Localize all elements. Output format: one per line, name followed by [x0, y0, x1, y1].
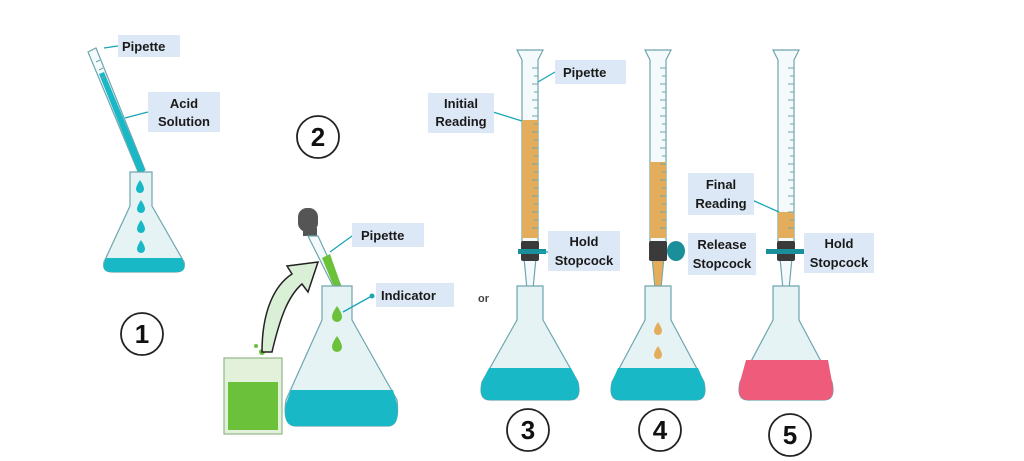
hold-stopcock-label-box: [804, 233, 874, 273]
hold-stopcock-label-box: [548, 231, 620, 271]
stopcock-line1: Hold: [825, 236, 854, 251]
step-2: 2 Pipette Indicat: [223, 115, 454, 435]
step-number-circle: [506, 408, 550, 452]
pipette-label-box: [555, 60, 626, 84]
stopcock-line1: Release: [697, 237, 746, 252]
stopcock-line2: Stopcock: [693, 256, 752, 271]
flask-icon: [610, 285, 706, 401]
pipette-icon: [87, 47, 146, 175]
step-3: Initial Reading Pipette Hold Stopcock 3: [428, 49, 626, 452]
burette-icon: [772, 49, 800, 311]
acid-label-line2: Solution: [158, 114, 210, 129]
stopcock-icon: [649, 241, 685, 261]
or-text: or: [478, 293, 490, 305]
acid-drop: [136, 180, 144, 193]
initial-reading-label-box: [428, 93, 494, 133]
indicator-label: Indicator: [381, 288, 436, 303]
step-4: Release Stopcock 4: [610, 49, 756, 452]
step-number-2: 2: [311, 122, 325, 152]
step-1: Pipette Acid Solution 1: [87, 35, 220, 356]
burette-icon: [516, 49, 544, 311]
indicator-label-box: [376, 283, 454, 307]
step-number-3: 3: [521, 415, 535, 445]
pipette-label-box: [118, 35, 180, 57]
step-number-circle: [638, 408, 682, 452]
initial-line2: Reading: [435, 114, 486, 129]
acid-solution-label-box: [148, 92, 220, 132]
pipette-label-box: [352, 223, 424, 247]
step-5: Final Reading Hold Stopcock 5: [688, 49, 874, 457]
stopcock-line2: Stopcock: [555, 253, 614, 268]
flask-icon: [284, 285, 399, 427]
final-line2: Reading: [695, 196, 746, 211]
step-number-circle: [768, 413, 812, 457]
stopcock-icon: [766, 241, 806, 261]
step-number-circle: [120, 312, 164, 356]
flask-icon: [103, 171, 185, 273]
pipette-label: Pipette: [122, 39, 165, 54]
dropper-icon: [298, 208, 343, 293]
titrant-drop: [654, 322, 662, 335]
indicator-drop: [332, 336, 342, 352]
final-line1: Final: [706, 177, 736, 192]
titrant-drop: [654, 346, 662, 359]
stopcock-line2: Stopcock: [810, 255, 869, 270]
pipette-label: Pipette: [563, 65, 606, 80]
arrow-icon: [261, 261, 320, 353]
beaker-icon: [223, 344, 283, 435]
acid-label-line1: Acid: [170, 96, 198, 111]
flask-icon: [480, 285, 580, 401]
step-number-1: 1: [135, 319, 149, 349]
step-number-4: 4: [653, 415, 668, 445]
acid-drop: [137, 240, 145, 253]
final-reading-label-box: [688, 173, 754, 215]
stopcock-line1: Hold: [570, 234, 599, 249]
indicator-drop: [332, 306, 342, 322]
step-number-5: 5: [783, 420, 797, 450]
release-stopcock-label-box: [688, 233, 756, 275]
burette-icon: [644, 49, 672, 311]
acid-drop: [137, 220, 145, 233]
flask-icon: [738, 285, 834, 401]
stopcock-icon: [518, 241, 546, 261]
step-number-circle: [296, 115, 340, 159]
initial-line1: Initial: [444, 96, 478, 111]
pipette-label: Pipette: [361, 228, 404, 243]
acid-drop: [137, 200, 145, 213]
